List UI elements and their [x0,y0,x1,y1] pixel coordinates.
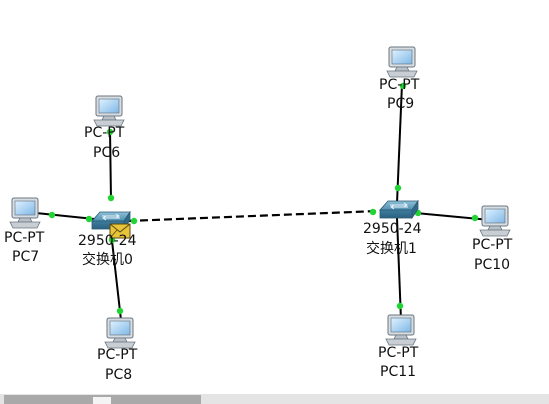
device-name-label: PC11 [380,364,417,380]
device-model-label: PC-PT [4,230,45,246]
device-name-label: PC9 [387,96,415,112]
switch-icon-sw0[interactable] [91,210,131,231]
pc-icon-pc9[interactable] [386,46,418,78]
device-name-label: PC6 [93,145,121,161]
link-light [85,215,93,223]
switch-icon-sw1[interactable] [379,199,419,220]
link-pc6-sw0[interactable] [109,129,112,201]
switch-model-label: 2950-24 [363,221,422,237]
device-name-label: PC7 [12,249,40,265]
switch-name-label: 交换机1 [366,241,417,257]
switch-name-label: 交换机0 [82,252,133,268]
scrollbar-grip[interactable] [93,397,111,404]
device-model-label: PC-PT [97,347,138,363]
device-name-label: PC10 [474,257,511,273]
topology-workspace[interactable] [0,0,549,394]
pdu-envelope-icon[interactable] [109,223,131,239]
pc-icon-pc11[interactable] [385,314,417,346]
link-light [396,302,404,310]
link-light [116,307,124,315]
link-light [471,214,479,222]
link-light [107,194,115,202]
pc-icon-pc7[interactable] [9,197,41,229]
link-light [394,184,402,192]
device-model-label: PC-PT [378,345,419,361]
link-light [399,82,407,90]
link-light [48,211,56,219]
pc-icon-pc6[interactable] [93,95,125,127]
pc-icon-pc8[interactable] [104,317,136,349]
links-layer [35,83,491,321]
horizontal-scrollbar[interactable] [0,394,549,404]
link-light [369,208,377,216]
switch-model-label: 2950-24 [78,233,137,249]
device-name-label: PC8 [105,367,133,383]
pc-icon-pc10[interactable] [479,205,511,237]
link-sw0-sw1-crossover[interactable] [127,209,379,223]
device-model-label: PC-PT [379,77,420,93]
link-pc7-sw0[interactable] [35,212,105,221]
link-light [106,128,114,136]
device-model-label: PC-PT [84,125,125,141]
link-pc9-sw1[interactable] [396,83,403,204]
link-light [130,217,138,225]
link-pc8-sw0[interactable] [110,231,122,321]
device-model-label: PC-PT [472,237,513,253]
link-status-lights [48,82,479,315]
